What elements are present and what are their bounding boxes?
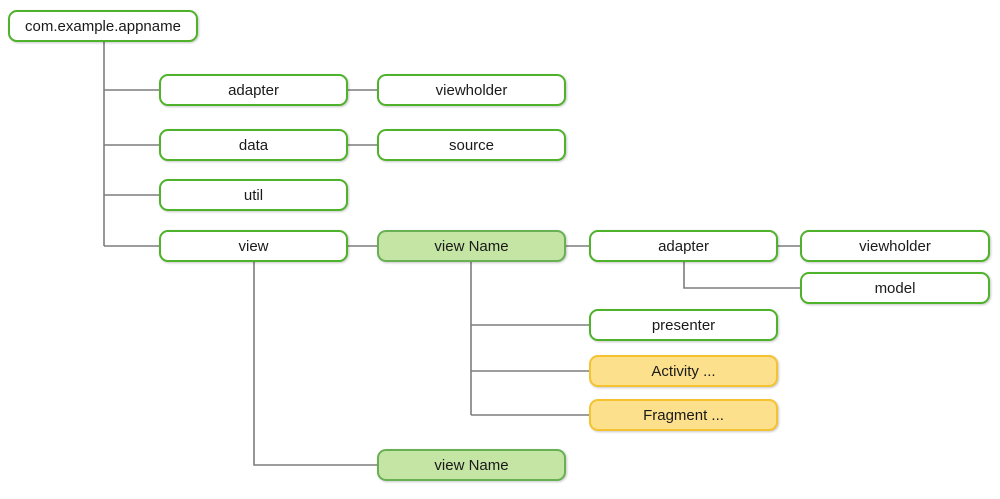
node-label-root: com.example.appname	[25, 17, 181, 35]
node-label-presenter: presenter	[651, 316, 716, 334]
node-source[interactable]: source	[377, 129, 566, 161]
node-viewname2[interactable]: view Name	[377, 449, 566, 481]
node-adapter1[interactable]: adapter	[159, 74, 348, 106]
node-label-adapter2: adapter	[658, 237, 709, 255]
connector-view-viewname2	[253, 262, 377, 466]
node-label-model: model	[874, 279, 916, 297]
node-label-view: view	[238, 237, 269, 255]
node-label-viewname2: view Name	[434, 456, 509, 474]
node-data[interactable]: data	[159, 129, 348, 161]
node-fragment[interactable]: Fragment ...	[589, 399, 778, 431]
node-label-fragment: Fragment ...	[643, 406, 724, 424]
node-label-util: util	[243, 186, 264, 204]
node-presenter[interactable]: presenter	[589, 309, 778, 341]
node-model[interactable]: model	[800, 272, 990, 304]
node-view[interactable]: view	[159, 230, 348, 262]
node-label-viewname1: view Name	[434, 237, 509, 255]
node-label-source: source	[448, 136, 495, 154]
connector-adapter2-model	[683, 262, 800, 289]
node-viewholder2[interactable]: viewholder	[800, 230, 990, 262]
node-root[interactable]: com.example.appname	[8, 10, 198, 42]
node-activity[interactable]: Activity ...	[589, 355, 778, 387]
node-label-activity: Activity ...	[651, 362, 716, 380]
node-label-viewholder2: viewholder	[859, 237, 931, 255]
node-label-data: data	[238, 136, 269, 154]
node-adapter2[interactable]: adapter	[589, 230, 778, 262]
node-viewholder1[interactable]: viewholder	[377, 74, 566, 106]
node-label-adapter1: adapter	[228, 81, 279, 99]
node-label-viewholder1: viewholder	[435, 81, 508, 99]
node-viewname1[interactable]: view Name	[377, 230, 566, 262]
node-util[interactable]: util	[159, 179, 348, 211]
